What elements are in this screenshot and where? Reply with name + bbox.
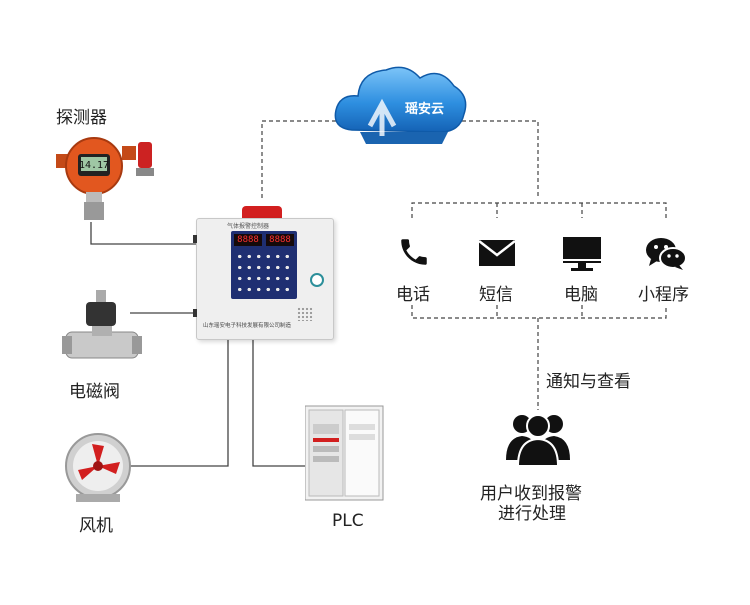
gas-detector-icon: 14.17: [50, 132, 160, 228]
fan-icon: [62, 432, 134, 510]
fan-label: 风机: [79, 516, 113, 536]
notify-label: 通知与查看: [546, 372, 631, 392]
fan-wire: [130, 338, 229, 467]
keypad: [235, 251, 293, 295]
cloud-icon: [330, 52, 470, 156]
plc-cabinet-icon: [304, 404, 385, 506]
wechat-icon: [645, 237, 687, 275]
controller-cloud-line: [261, 120, 337, 198]
cloud-label: 瑶安云: [405, 102, 445, 117]
user-line1: 用户收到报警: [480, 484, 582, 504]
monitor-icon: [562, 236, 602, 276]
status-indicator: [310, 273, 324, 287]
solenoid-valve-icon: [62, 288, 142, 374]
alarm-light: [242, 206, 282, 220]
mail-icon: [478, 238, 516, 272]
plc-wire: [252, 338, 306, 467]
speaker-grille: [297, 307, 313, 321]
channels-bottom-bus: [411, 305, 667, 319]
users-icon: [506, 408, 570, 470]
detector-display: 14.17: [79, 160, 109, 171]
channel-label-pc: 电脑: [564, 285, 598, 305]
detector-wire: [90, 222, 196, 245]
phone-icon: [397, 235, 431, 273]
channel-label-phone: 电话: [396, 285, 430, 305]
cloud-channels-line: [455, 120, 539, 198]
detector-label: 探测器: [56, 108, 107, 128]
display-left: 8888: [234, 234, 262, 246]
alarm-controller: 气体报警控制器 8888 8888 山东瑶安电子科技发展有限公司制造: [193, 218, 334, 340]
plc-label: PLC: [332, 511, 364, 531]
user-line2: 进行处理: [498, 504, 566, 524]
controller-header: 气体报警控制器: [227, 223, 270, 230]
channel-label-miniprogram: 小程序: [638, 285, 689, 305]
controller-panel: 8888 8888: [231, 231, 297, 299]
display-right: 8888: [266, 234, 294, 246]
controller-footer: 山东瑶安电子科技发展有限公司制造: [203, 323, 292, 329]
channels-top-bus: [411, 202, 667, 218]
channel-label-sms: 短信: [479, 285, 513, 305]
valve-label: 电磁阀: [69, 382, 120, 402]
